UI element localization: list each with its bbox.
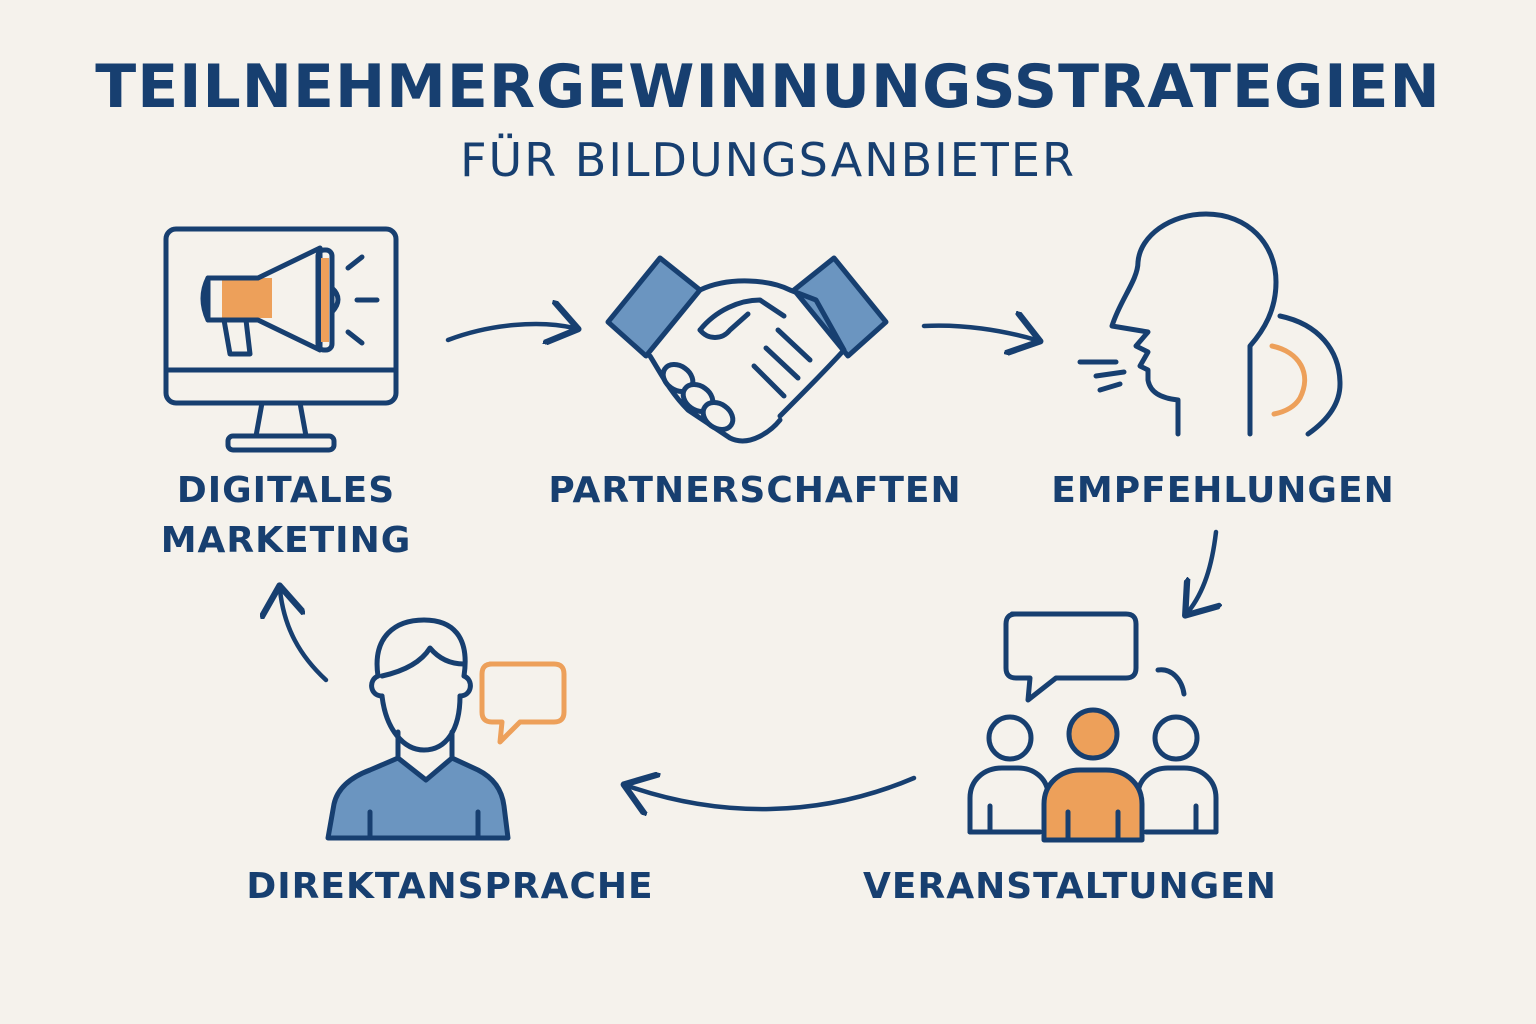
person-speech-icon — [325, 617, 567, 841]
arrow-events-to-direct — [628, 778, 917, 809]
label-empfehlungen: EMPFEHLUNGEN — [1051, 470, 1395, 511]
page-subtitle: FÜR BILDUNGSANBIETER — [460, 133, 1076, 187]
group-event-icon — [967, 611, 1219, 843]
label-direktansprache: DIREKTANSPRACHE — [246, 866, 654, 907]
label-digitales-marketing: DIGITALES MARKETING — [160, 470, 412, 561]
page-title: TEILNEHMERGEWINNUNGSSTRATEGIEN — [95, 52, 1441, 122]
arrow-direct-to-marketing — [280, 590, 329, 683]
cycle-arrows — [280, 324, 1216, 809]
arrow-partnerships-to-referrals — [921, 326, 1036, 340]
label-veranstaltungen: VERANSTALTUNGEN — [863, 866, 1277, 907]
label-partnerschaften: PARTNERSCHAFTEN — [548, 470, 962, 511]
arrow-referrals-to-events — [1188, 529, 1216, 612]
handshake-icon — [605, 255, 889, 444]
megaphone-monitor-icon — [163, 226, 399, 453]
speaking-head-icon — [1077, 211, 1343, 437]
arrow-marketing-to-partnerships — [445, 324, 574, 340]
